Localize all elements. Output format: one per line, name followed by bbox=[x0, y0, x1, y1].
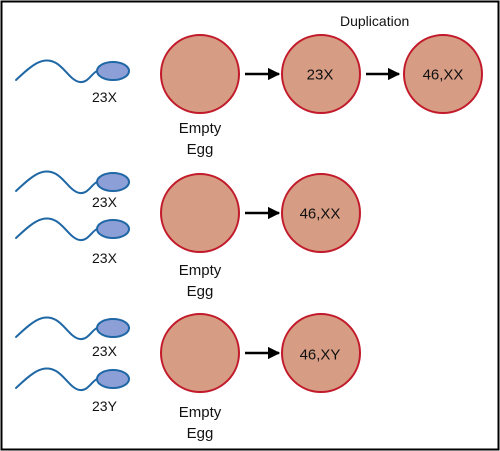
row3-empty-egg bbox=[160, 313, 240, 393]
row3-empty-egg-label: Empty Egg bbox=[179, 402, 222, 444]
row2-empty-egg bbox=[160, 173, 240, 253]
row1-haploid-egg-label: 23X bbox=[306, 66, 334, 84]
duplication-label: Duplication bbox=[340, 13, 410, 29]
row2-empty-egg-label: Empty Egg bbox=[179, 260, 222, 302]
row2-sperm-label-1: 23X bbox=[92, 194, 117, 210]
row3-sperm-2-tail bbox=[15, 367, 98, 392]
row1-empty-egg-line2: Egg bbox=[186, 141, 214, 158]
row1-empty-egg-line1: Empty bbox=[178, 120, 222, 137]
row2-empty-egg-line1: Empty bbox=[178, 262, 222, 279]
row2-sperm-2-head bbox=[96, 219, 130, 239]
row1-duplicated-egg bbox=[403, 34, 483, 114]
row2-sperm-2-tail bbox=[15, 217, 98, 242]
row1-empty-egg bbox=[160, 34, 240, 114]
row2-sperm-1-head bbox=[96, 172, 130, 192]
row3-sperm-label-1: 23X bbox=[92, 343, 117, 359]
row3-sperm-1-head bbox=[96, 318, 130, 338]
row1-duplicated-egg-label: 46,XX bbox=[422, 66, 464, 84]
row1-sperm-tail bbox=[15, 59, 98, 84]
row1-empty-egg-label: Empty Egg bbox=[179, 118, 222, 160]
row1-sperm-head bbox=[96, 61, 130, 81]
row3-sperm-2-head bbox=[96, 369, 130, 389]
row3-empty-egg-line1: Empty bbox=[178, 404, 222, 421]
row3-result-egg bbox=[281, 313, 361, 393]
row2-sperm-label-2: 23X bbox=[92, 250, 117, 266]
row3-empty-egg-line2: Egg bbox=[186, 425, 214, 442]
row2-sperm-1-tail bbox=[15, 170, 98, 195]
row1-haploid-egg bbox=[281, 34, 361, 114]
row1-sperm-label: 23X bbox=[92, 89, 117, 105]
row3-result-egg-label: 46,XY bbox=[299, 346, 341, 364]
row2-empty-egg-line2: Egg bbox=[186, 283, 214, 300]
row3-sperm-1-tail bbox=[15, 316, 98, 341]
row3-sperm-label-2: 23Y bbox=[92, 398, 117, 414]
row2-result-egg bbox=[281, 173, 361, 253]
row2-result-egg-label: 46,XX bbox=[299, 205, 341, 223]
